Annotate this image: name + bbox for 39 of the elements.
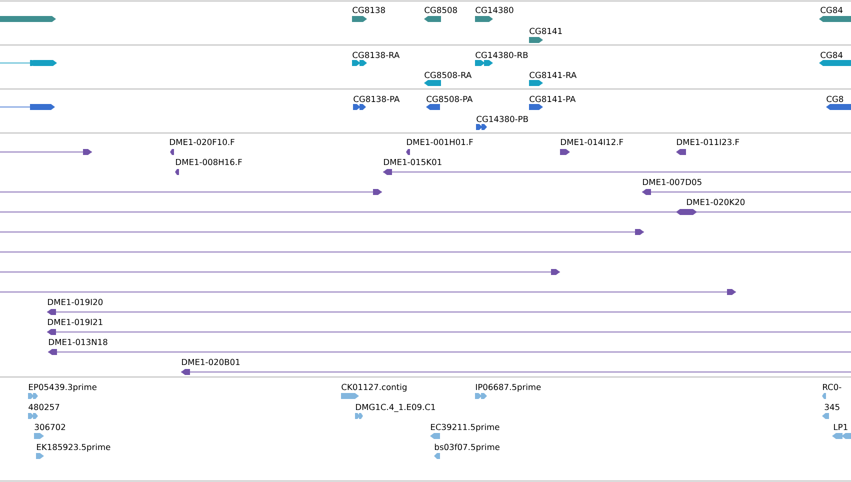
feature-label: IP06687.5prime [476, 384, 541, 392]
feature-label: CG14380 [476, 6, 514, 14]
feature-label: 306702 [34, 424, 66, 430]
feature-label: CG84 [820, 52, 843, 58]
feature-label: CG14380-RB [476, 52, 528, 58]
feature-label: EK185923.5prime [37, 444, 110, 452]
feature-label: CG8508 [424, 6, 457, 14]
feature-label: CG14380-PB [476, 116, 528, 122]
feature-label: DME1-001H01.F [407, 138, 473, 146]
feature-label: DME1-020K20 [687, 198, 745, 206]
feature-label: DME1-008H16.F [176, 158, 242, 166]
feature-label: bs03f07.5prime [434, 444, 500, 452]
feature-label: DME1-007D05 [643, 178, 702, 186]
feature-label: CG8141-PA [530, 96, 576, 102]
feature-label: DME1-014I12.F [561, 138, 624, 146]
feature-label: DME1-011I23.F [677, 138, 740, 146]
feature-label: 480257 [28, 404, 60, 410]
feature-label: CG84 [820, 6, 843, 14]
feature-label: CG8508-PA [426, 96, 473, 102]
feature-label: 345 [824, 404, 840, 410]
feature-label: CG8138-RA [352, 52, 400, 58]
feature-label: CG8138-PA [354, 96, 400, 102]
feature-label: DME1-020F10.F [170, 138, 234, 146]
feature-label: CG8141 [530, 28, 562, 34]
feature-label: DME1-019I20 [48, 298, 103, 306]
feature-label: EC39211.5prime [431, 424, 500, 432]
feature-label: EP05439.3prime [29, 384, 96, 392]
feature-label: LP1 [834, 424, 848, 430]
feature-label: DME1-019I21 [48, 318, 102, 326]
feature-label: CK01127.contig [342, 384, 406, 392]
feature-label: CG8 [826, 96, 844, 102]
feature-label: CG8141-RA [530, 72, 577, 78]
feature-label: DME1-020B01 [182, 358, 240, 366]
feature-label: DMG1C.4_1.E09.C1 [356, 404, 435, 412]
feature-label: RC0- [823, 384, 842, 390]
feature-label: CG8508-RA [424, 72, 472, 78]
feature-label: DME1-013N18 [49, 338, 108, 346]
feature-label: DME1-015K01 [384, 158, 442, 166]
feature-label: CG8138 [352, 6, 385, 14]
